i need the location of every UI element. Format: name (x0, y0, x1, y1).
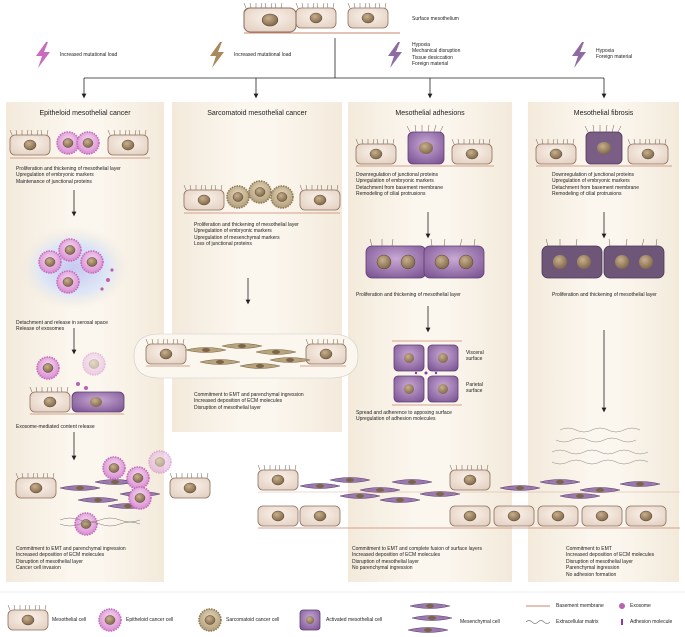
fibrosis-illustrations (535, 124, 672, 413)
panel-title-epithelioid: Epitheloid mesothelial cancer (39, 110, 131, 117)
fibrosis-step-3: Commitment to EMT Increased deposition o… (566, 546, 655, 578)
adhesions-step-4: Commitment to EMT and complete fusion of… (352, 546, 482, 572)
legend-mesenchymal-cell: Mesenchymal cell (460, 619, 500, 625)
epithelioid-step-1: Proliferation and thickening of mesothel… (16, 166, 121, 185)
legend-mesothelial-cell: Mesothelial cell (52, 617, 87, 623)
legend-epithelioid-icon (98, 608, 122, 632)
legend-sarcomatoid-cancer-cell: Sarcomatoid cancer cell (226, 617, 280, 623)
legend-exosome-icon (619, 603, 625, 609)
legend-adhesion-icon (621, 619, 623, 625)
surface-mesothelium-cells (243, 2, 400, 34)
adhesions-step-2: Proliferation and thickening of mesothel… (356, 292, 461, 298)
trigger-text-1: Increased mutational load (60, 52, 118, 58)
adhesions-surface-visceral: Visceral surface (466, 350, 484, 363)
legend-activated-icon (299, 609, 321, 631)
lightning-icon-3 (388, 42, 402, 68)
adhesions-surface-parietal: Parietal surface (466, 382, 483, 395)
adhesions-step-3: Spread and adherence to apposing surface… (356, 410, 452, 423)
fusion-band (257, 427, 680, 529)
panel-title-fibrosis: Mesothelial fibrosis (573, 110, 634, 117)
panel-title-sarcomatoid: Sarcomatoid mesothelial cancer (207, 110, 307, 117)
legend-exosome: Exosome (630, 603, 651, 609)
lightning-icon-4 (572, 42, 586, 68)
epithelioid-step-4: Commitment to EMT and parenchymal ingres… (16, 546, 126, 572)
epithelioid-illustrations (9, 129, 211, 536)
sarcomatoid-illustrations (133, 180, 359, 379)
lightning-icon-1 (36, 42, 50, 68)
fibrosis-step-2: Proliferation and thickening of mesothel… (552, 292, 657, 298)
legend-activated-mesothelial-cell: Activated mesothelial cell (326, 617, 383, 623)
panel-fibrosis (528, 102, 679, 582)
legend-extracellular-matrix: Extracellular matrix (556, 619, 599, 625)
trigger-text-3: Hypoxia Mechanical disruption Tissue des… (412, 42, 461, 68)
panel-title-adhesions: Mesothelial adhesions (395, 110, 465, 117)
adhesions-step-1: Downregulation of junctional proteins Up… (356, 172, 443, 198)
legend-mesenchymal-icon (407, 603, 453, 633)
legend-ecm-icon (525, 620, 551, 624)
adhesions-illustrations (355, 124, 494, 406)
legend-adhesion-molecule: Adhesion molecule (630, 619, 673, 625)
lightning-icon-2 (210, 42, 224, 68)
trigger-text-2: Increased mutational load (234, 52, 292, 58)
legend-mesothelial-cell-icon (7, 604, 49, 631)
fibrosis-step-1: Downregulation of junctional proteins Up… (552, 172, 639, 198)
branch-lines (81, 38, 607, 99)
trigger-text-4: Hypoxia Foreign material (596, 48, 633, 61)
surface-mesothelium-label: Surface mesothelium (412, 16, 459, 22)
sarcomatoid-step-2: Commitment to EMT and parenchymal ingres… (194, 392, 304, 411)
epithelioid-step-3: Exosome-mediated content release (16, 424, 95, 430)
legend-epithelioid-cancer-cell: Epitheloid cancer cell (126, 617, 174, 623)
legend-sarcomatoid-icon (198, 608, 222, 632)
sarcomatoid-step-1: Proliferation and thickening of mesothel… (194, 222, 299, 248)
epithelioid-step-2: Detachment and release in serosal space … (16, 320, 108, 333)
legend-basement-membrane: Basement membrane (556, 603, 604, 609)
panel-adhesions (348, 102, 512, 582)
